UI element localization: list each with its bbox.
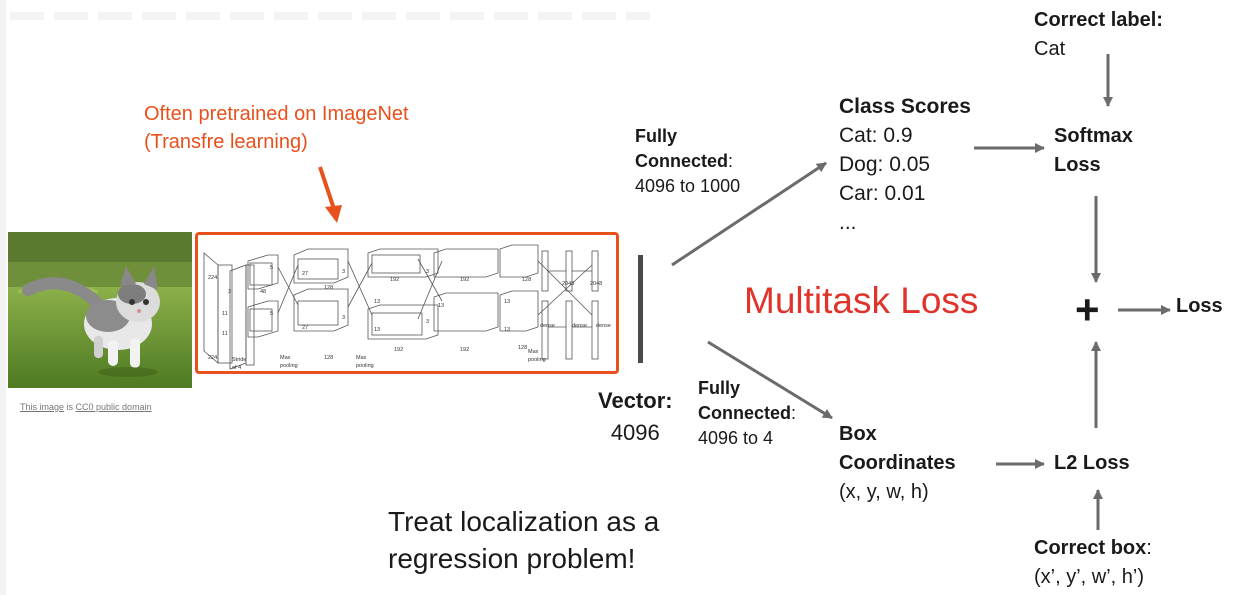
net-label-2048a: 2048 [562,281,574,287]
class-scores: Class Scores Cat: 0.9 Dog: 0.05 Car: 0.0… [839,92,971,237]
vector-size: 4096 [610,420,660,445]
net-label-13c: 13 [438,303,444,309]
cat-photo [8,232,192,388]
net-label-27b: 27 [302,325,308,331]
top-faded-text [10,12,650,20]
box-coordinates: Box Coordinates (x, y, w, h) [839,420,956,507]
net-label-pooling-2: pooling [356,363,374,369]
net-label-13b: 13 [374,327,380,333]
fc-bottom-line1: Fully [698,378,741,398]
orange-arrow-icon [318,166,342,223]
class-score-item: Car: 0.01 [839,182,926,205]
image-credit-text: is [64,402,76,412]
correct-label: Correct label: Cat [1034,6,1163,64]
cnn-architecture-box: 224 224 48 128 192 192 128 2048 2048 128… [195,232,619,374]
net-label-2048b: 2048 [590,281,602,287]
net-label-224b: 224 [208,355,217,361]
regression-caption-line2: regression problem! [388,543,636,574]
net-label-3a: 3 [228,289,231,295]
correct-box-value: (x’, y’, w’, h’) [1034,566,1144,588]
net-label-dense-b: dense [572,323,587,329]
net-label-5b: 5 [270,311,273,317]
image-credit-link[interactable]: This image [20,402,65,412]
net-label-max-1: Max [280,355,291,361]
net-label-13d: 13 [504,299,510,305]
total-loss: Loss [1176,295,1223,317]
fc-top-line2: Connected [635,151,729,171]
net-label-27a: 27 [302,271,308,277]
net-label-13e: 13 [504,327,510,333]
fc-bottom-line3: 4096 to 4 [698,428,774,448]
net-label-3c: 3 [342,315,345,321]
arrow-to-class-scores-icon [671,161,827,267]
correct-box: Correct box: (x’, y’, w’, h’) [1034,534,1152,592]
fc-top-label: Fully Connected: 4096 to 1000 [635,124,740,199]
vector-label: Vector: 4096 [598,385,673,449]
fc-bottom-label: Fully Connected: 4096 to 4 [698,376,796,451]
box-coordinates-title-2: Coordinates [839,452,956,474]
fc-bottom-colon: : [791,403,797,423]
vector-title: Vector: [598,388,673,413]
plus-icon: + [1075,286,1100,333]
net-label-192b: 192 [460,277,469,283]
net-label-dense-c: dense [596,323,611,329]
net-label-3b: 3 [342,269,345,275]
fc-top-line3: 4096 to 1000 [635,176,741,196]
net-label-max-2: Max [356,355,367,361]
net-label-stride-of: of 4 [232,365,241,371]
l2-loss: L2 Loss [1054,452,1130,474]
pretrained-note: Often pretrained on ImageNet (Transfre l… [144,100,409,156]
net-label-3e: 3 [426,319,429,325]
class-score-item: Cat: 0.9 [839,124,913,147]
class-score-item: Dog: 0.05 [839,153,931,176]
fc-top-colon: : [728,151,734,171]
image-credit: This image is CC0 public domain [20,402,152,412]
fc-top-line1: Fully [635,126,678,146]
feature-vector-bar [638,255,643,363]
net-label-11b: 11 [222,331,228,337]
softmax-loss: Softmax Loss [1054,122,1133,180]
multitask-loss-title: Multitask Loss [744,280,979,321]
regression-caption: Treat localization as a regression probl… [388,503,659,577]
class-scores-title: Class Scores [839,95,971,118]
net-label-128b: 128 [522,277,531,283]
regression-caption-line1: Treat localization as a [388,506,660,537]
net-label-11a: 11 [222,311,228,317]
net-label-192a: 192 [390,277,399,283]
softmax-loss-line2: Loss [1054,154,1101,176]
correct-label-value: Cat [1034,38,1066,60]
left-edge-strip [0,0,6,595]
net-label-dense-a: dense [540,323,555,329]
pretrained-note-line1: Often pretrained on ImageNet [144,103,409,125]
softmax-loss-line1: Softmax [1054,125,1133,147]
net-label-128a: 128 [324,285,333,291]
net-label-224a: 224 [208,275,217,281]
class-score-ellipsis: ... [839,211,857,234]
net-label-max-3: Max [528,349,539,355]
net-label-128c: 128 [324,355,333,361]
net-label-pooling-3: pooling [528,357,546,363]
correct-box-title: Correct box [1034,537,1147,559]
cnn-architecture-diagram: 224 224 48 128 192 192 128 2048 2048 128… [203,244,611,371]
fc-bottom-line2: Connected [698,403,792,423]
pretrained-note-line2: (Transfre learning) [144,131,308,153]
net-label-128d: 128 [518,345,527,351]
box-coordinates-value: (x, y, w, h) [839,481,929,503]
box-coordinates-title-1: Box [839,423,877,445]
net-label-13a: 13 [374,299,380,305]
net-label-48: 48 [260,289,266,295]
arrow-to-box-coordinates-icon [707,340,833,420]
correct-label-title: Correct label: [1034,9,1163,31]
net-label-stride: Stride [232,357,246,363]
net-label-pooling-1: pooling [280,363,298,369]
net-label-3d: 3 [426,269,429,275]
net-label-192c: 192 [394,347,403,353]
correct-box-colon: : [1146,537,1152,559]
license-link[interactable]: CC0 public domain [75,402,152,412]
net-label-192d: 192 [460,347,469,353]
net-label-5a: 5 [270,265,273,271]
